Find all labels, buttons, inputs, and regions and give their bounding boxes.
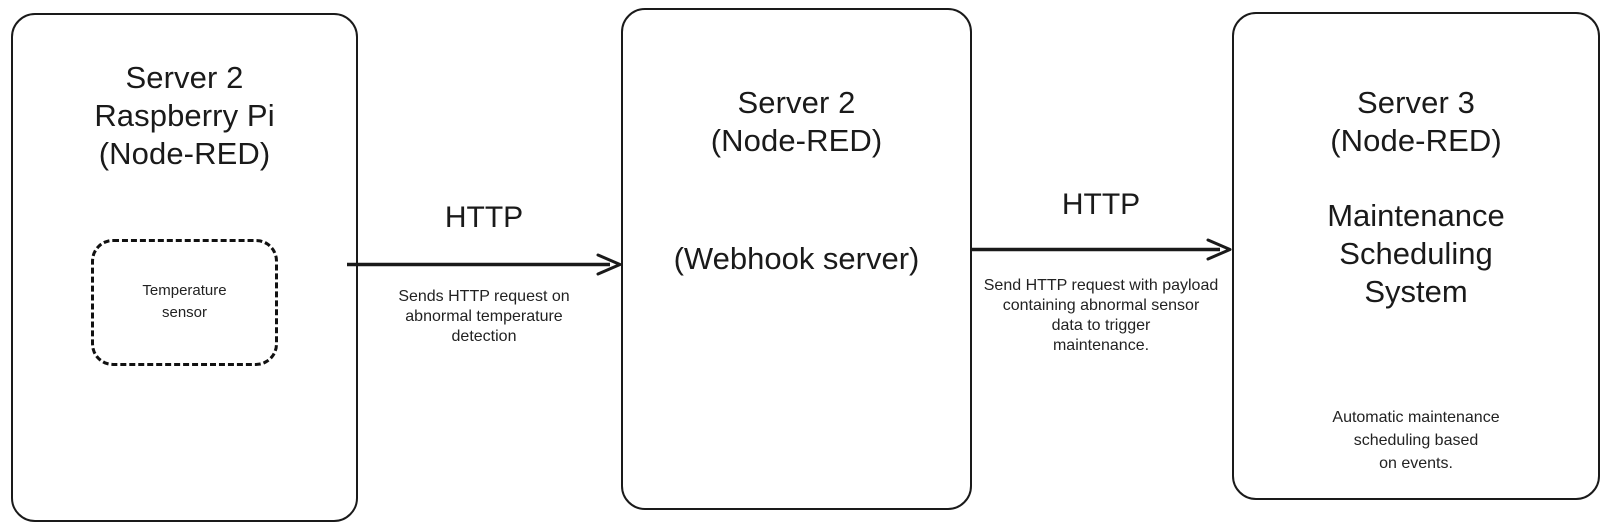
node-webhook-server-title: Server 2 (Node-RED) <box>710 85 883 158</box>
node-raspberry-pi-title: Server 2 Raspberry Pi (Node-RED) <box>94 60 275 171</box>
edge-raspberry-to-webhook-arrow <box>346 253 622 276</box>
edge-1-description-label: Sends HTTP request on abnormal temperatu… <box>398 288 570 345</box>
edge-1-protocol-label: HTTP <box>444 201 524 234</box>
node-maintenance-note: Automatic maintenance scheduling based o… <box>1332 409 1500 472</box>
node-maintenance-subtitle: Maintenance Scheduling System <box>1327 198 1505 309</box>
node-webhook-server-subtitle: (Webhook server) <box>673 241 920 276</box>
node-webhook-server[interactable]: Server 2 (Node-RED) (Webhook server) <box>621 8 972 510</box>
edge-2-protocol-label: HTTP <box>1061 188 1141 221</box>
edge-2-description-label: Send HTTP request with payload containin… <box>983 277 1219 354</box>
node-maintenance-scheduling-system[interactable]: Server 3 (Node-RED) Maintenance Scheduli… <box>1232 12 1600 500</box>
node-raspberry-pi[interactable]: Server 2 Raspberry Pi (Node-RED) Tempera… <box>11 13 358 522</box>
temperature-sensor-label: Temperature sensor <box>142 282 227 321</box>
temperature-sensor-box[interactable]: Temperature sensor <box>91 239 278 366</box>
node-maintenance-title: Server 3 (Node-RED) <box>1330 85 1502 158</box>
edge-webhook-to-maintenance-arrow <box>970 238 1232 261</box>
